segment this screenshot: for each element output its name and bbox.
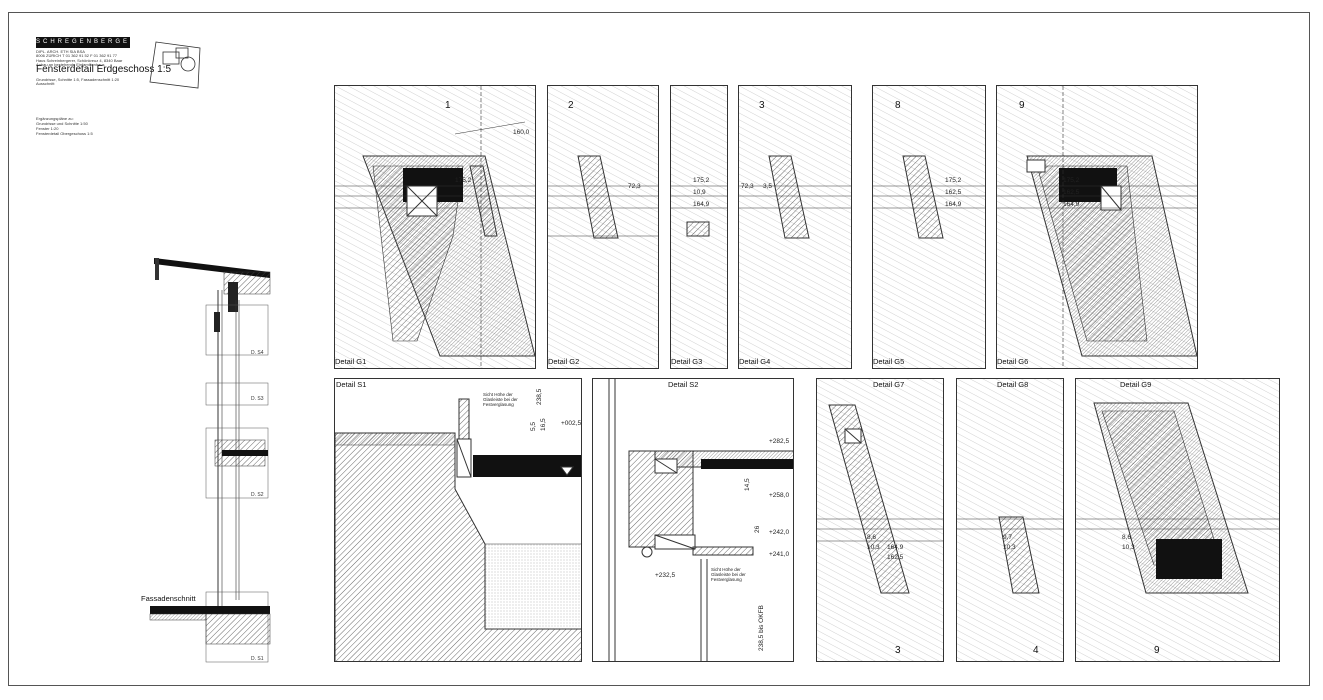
detail-g9-label: Detail G9 bbox=[1120, 380, 1152, 389]
detail-g6-panel: 175,2 162,5 164,9 9 bbox=[996, 85, 1198, 369]
dim-label: 10,3 bbox=[1122, 544, 1135, 551]
note-text: Festverglasung bbox=[711, 577, 742, 582]
axis-number: 9 bbox=[1154, 645, 1160, 656]
facade-section-label: Fassadenschnitt bbox=[141, 594, 196, 603]
sheet-title: Fensterdetail Erdgeschoss 1:5 bbox=[36, 64, 172, 75]
detail-g2-label: Detail G2 bbox=[548, 357, 580, 366]
dim-label: 8,6 bbox=[1122, 534, 1131, 541]
detail-g6-label: Detail G6 bbox=[997, 357, 1029, 366]
dim-label: 164,9 bbox=[945, 201, 962, 208]
dim-label: 175,2 bbox=[1063, 177, 1080, 184]
note-line: Fenster 1:20 bbox=[36, 126, 59, 131]
dim-label: +002,5 bbox=[561, 420, 581, 427]
detail-g7-panel: 164,9 162,5 10,3 8,6 3 bbox=[816, 378, 944, 662]
detail-g5-panel: 175,2 162,5 164,9 8 bbox=[872, 85, 986, 369]
dim-label: 238,5 bis OKFB bbox=[758, 605, 765, 651]
axis-number: 3 bbox=[759, 100, 765, 111]
detail-g5-label: Detail G5 bbox=[873, 357, 905, 366]
firm-logo: SCHREGENBERGER bbox=[36, 37, 134, 48]
dim-label: 14,5 bbox=[744, 478, 751, 491]
dim-label: 164,9 bbox=[887, 544, 904, 551]
dim-label: 10,9 bbox=[693, 189, 706, 196]
dim-label: 3,5 bbox=[763, 183, 772, 190]
note-text: Sicht Höhe der bbox=[483, 392, 513, 397]
detail-g4-panel: 72,3 3,5 3 bbox=[738, 85, 852, 369]
dim-label: 175,2 bbox=[455, 177, 472, 184]
section-marker: D. S4 bbox=[251, 350, 264, 356]
dim-label: +258,0 bbox=[769, 492, 789, 499]
drawing-sheet bbox=[8, 12, 1310, 686]
detail-g1-label: Detail G1 bbox=[335, 357, 367, 366]
project-line-1: Haus Schreinbergerer, Schönkreuz 4, 8340… bbox=[36, 58, 123, 63]
dim-label: 162,5 bbox=[887, 554, 904, 561]
detail-g1-panel: 160,0 175,2 1 bbox=[334, 85, 536, 369]
detail-s1-label: Detail S1 bbox=[336, 380, 367, 389]
dim-label: 26 bbox=[754, 525, 761, 533]
detail-g7-label: Detail G7 bbox=[873, 380, 905, 389]
detail-s2-panel: +282,5 14,5 +258,0 26 +242,0 +241,0 +232… bbox=[592, 378, 794, 662]
note-text: Glasleiste bei der bbox=[483, 397, 518, 402]
axis-number: 8 bbox=[895, 100, 901, 111]
note-text: Sicht Höhe der bbox=[711, 567, 741, 572]
section-marker: D. S2 bbox=[251, 492, 264, 498]
dim-label: 175,2 bbox=[945, 177, 962, 184]
dim-label: +242,0 bbox=[769, 529, 789, 536]
firm-subline-2: 8006 ZÜRICH T 01 362 91 52 F 01 362 91 7… bbox=[36, 53, 118, 58]
detail-g4-label: Detail G4 bbox=[739, 357, 771, 366]
dim-label: 9,7 bbox=[1003, 534, 1012, 541]
section-marker: D. S1 bbox=[251, 656, 264, 662]
detail-g3-panel: 175,2 10,9 164,9 bbox=[670, 85, 728, 369]
dim-label: 164,9 bbox=[693, 201, 710, 208]
detail-g8-label: Detail G8 bbox=[997, 380, 1029, 389]
detail-g3-label: Detail G3 bbox=[671, 357, 703, 366]
axis-number: 9 bbox=[1019, 100, 1025, 111]
dim-label: 10,3 bbox=[867, 544, 880, 551]
section-marker: D. S3 bbox=[251, 396, 264, 402]
dim-label: 162,5 bbox=[945, 189, 962, 196]
dim-label: +282,5 bbox=[769, 438, 789, 445]
note-line: Fensterdetail Obergeschoss 1:5 bbox=[36, 131, 93, 136]
dim-label: 72,3 bbox=[741, 183, 754, 190]
dim-label: 162,5 bbox=[1063, 189, 1080, 196]
sheet-subtitle: Grundrisse, Schnitte 1:5, Fassadenschnit… bbox=[36, 77, 120, 82]
dim-label: 164,9 bbox=[1063, 201, 1080, 208]
dim-label: 238,5 bbox=[536, 388, 543, 405]
detail-s2-label: Detail S2 bbox=[668, 380, 699, 389]
note-line: Ergänzungspläne zu: bbox=[36, 116, 74, 121]
detail-g2-panel: 72,3 2 bbox=[547, 85, 659, 369]
axis-number: 3 bbox=[895, 645, 901, 656]
dim-label: 8,6 bbox=[867, 534, 876, 541]
firm-subline-1: DIPL. ARCH. ETH SIA BSA bbox=[36, 49, 85, 54]
note-text: Festverglasung bbox=[483, 402, 514, 407]
dim-label: 16,5 bbox=[540, 418, 547, 431]
dim-label: +241,0 bbox=[769, 551, 789, 558]
sheet-subtitle-2: Ausschnitt bbox=[36, 81, 55, 86]
project-line-2: Anbau an bestehende Einfamilienhaus bbox=[36, 62, 105, 67]
note-text: Glasleiste bei der bbox=[711, 572, 746, 577]
axis-number: 1 bbox=[445, 100, 451, 111]
dim-label: 175,2 bbox=[693, 177, 710, 184]
detail-s1-panel: 238,5 5,5 16,5 +002,5 Sicht Höhe der Gla… bbox=[334, 378, 582, 662]
dim-label: +232,5 bbox=[655, 572, 675, 579]
dim-label: 160,0 bbox=[513, 129, 530, 136]
axis-number: 2 bbox=[568, 100, 574, 111]
dim-label: 10,3 bbox=[1003, 544, 1016, 551]
dim-label: 72,3 bbox=[628, 183, 641, 190]
dim-label: 5,5 bbox=[530, 422, 537, 431]
detail-g9-panel: 8,6 10,3 9 bbox=[1075, 378, 1280, 662]
detail-g8-panel: 9,7 10,3 4 bbox=[956, 378, 1064, 662]
note-line: Grundrisse und Schnitte 1:50 bbox=[36, 121, 88, 126]
axis-number: 4 bbox=[1033, 645, 1039, 656]
